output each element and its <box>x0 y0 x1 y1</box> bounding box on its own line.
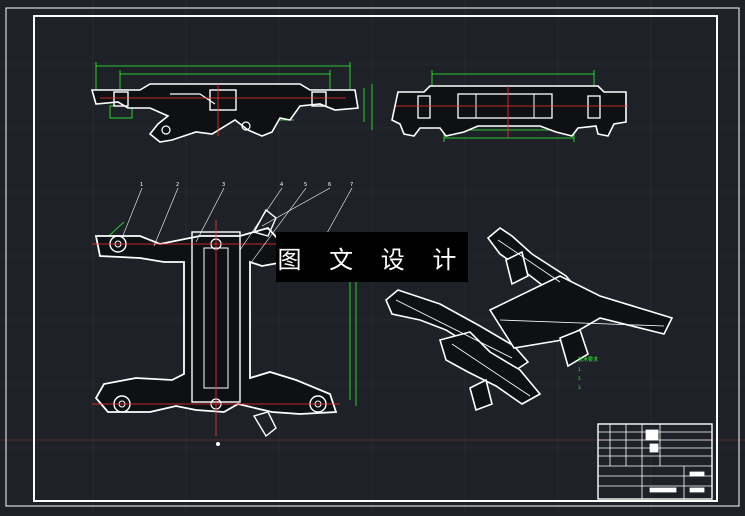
balloon-4: 4 <box>280 182 283 188</box>
inner-border <box>33 15 718 502</box>
side-view <box>391 70 628 142</box>
tech-note-item: 3. <box>578 385 582 390</box>
tech-note-item: 2. <box>578 376 582 381</box>
technical-notes: 技术要求 1. 2. 3. <box>578 356 718 392</box>
watermark-text: 图 文 设 计 <box>277 245 467 274</box>
balloon-labels: 1 2 3 4 5 6 7 <box>140 182 353 188</box>
title-block <box>597 423 713 500</box>
balloon-7: 7 <box>350 182 353 188</box>
balloon-3: 3 <box>222 182 225 188</box>
front-view <box>90 62 373 143</box>
watermark-stamp: 图 文 设 计 <box>276 232 468 282</box>
balloon-6: 6 <box>328 182 331 188</box>
outer-border <box>5 7 740 507</box>
tech-notes-title: 技术要求 <box>578 357 599 363</box>
isometric-detail-lines <box>395 239 665 397</box>
balloon-1: 1 <box>140 182 143 188</box>
tech-note-item: 1. <box>578 367 582 372</box>
plan-view <box>92 187 357 446</box>
balloon-5: 5 <box>304 182 307 188</box>
balloon-2: 2 <box>176 182 179 188</box>
